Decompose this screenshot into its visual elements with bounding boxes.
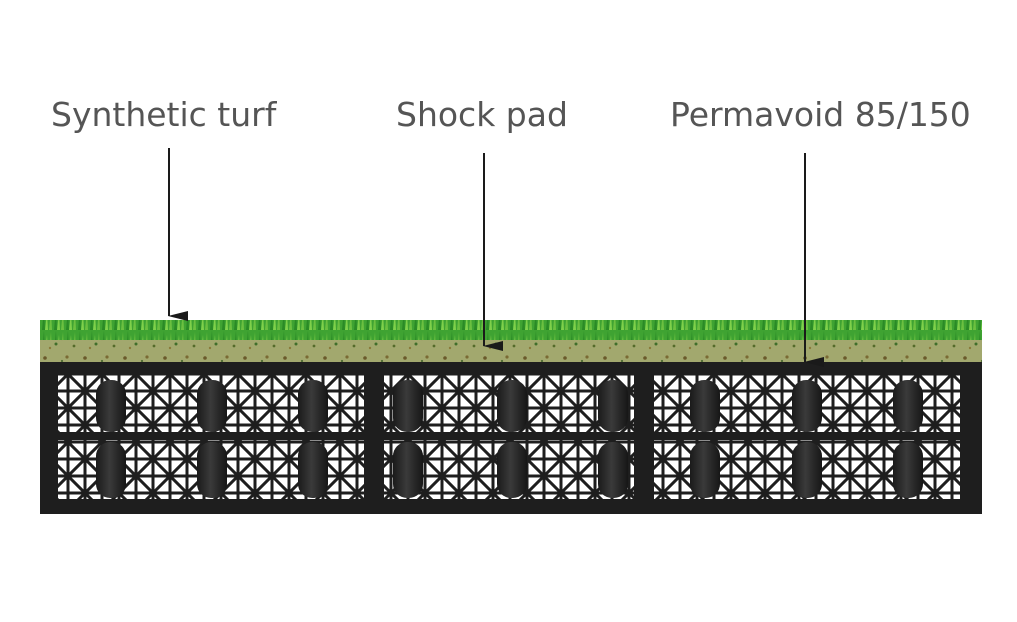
- permavoid-crate-layer: [40, 362, 982, 514]
- label-synthetic-turf: Synthetic turf: [51, 95, 277, 134]
- crate-columns: [96, 380, 923, 498]
- leader-arrows: [168, 148, 824, 367]
- label-permavoid: Permavoid 85/150: [670, 95, 971, 134]
- shock-pad-layer: [40, 340, 982, 362]
- label-shock-pad: Shock pad: [396, 95, 568, 134]
